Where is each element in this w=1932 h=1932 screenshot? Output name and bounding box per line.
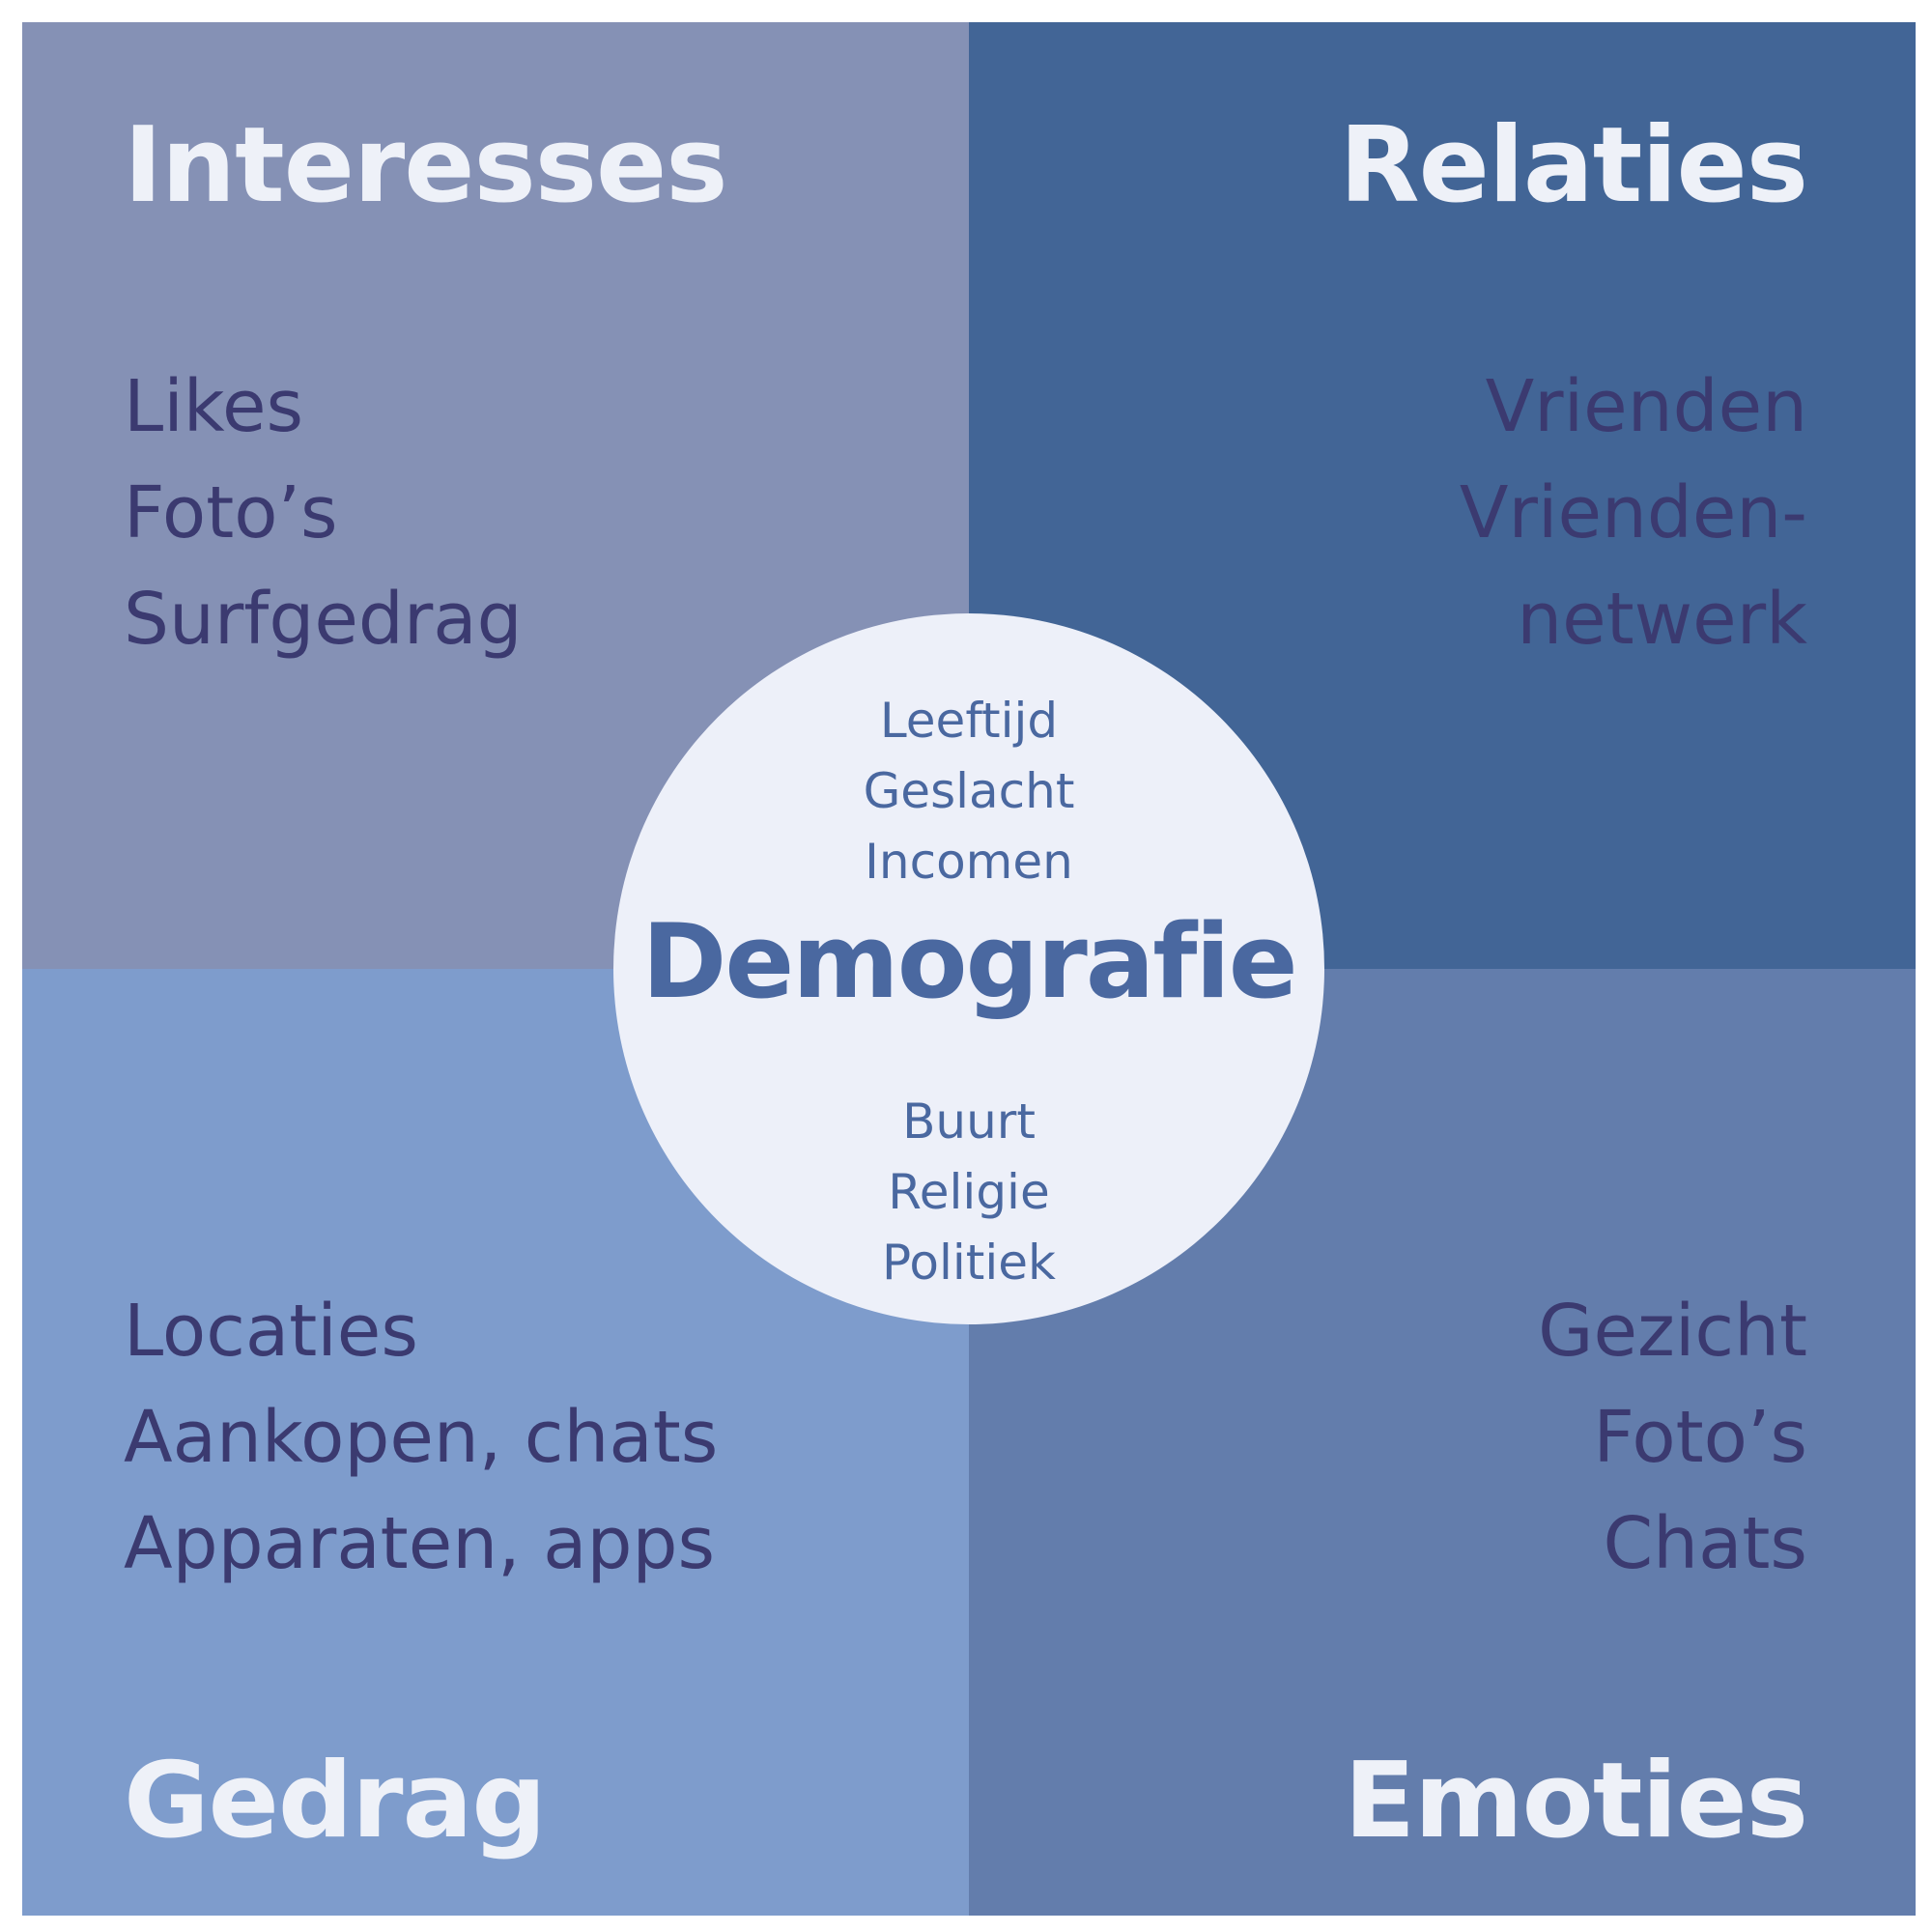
quadrant-title: Interesses [124,105,728,226]
quadrant-item: Foto’s [1593,1396,1807,1479]
center-circle-demografie: Leeftijd Geslacht Incomen Demografie Buu… [613,613,1324,1324]
quadrant-item: Foto’s [124,471,338,554]
quadrant-title: Relaties [1339,105,1808,226]
center-item: Buurt [902,1094,1036,1150]
quadrant-item: Apparaten, apps [124,1502,716,1585]
quadrant-item: Likes [124,365,304,448]
quadrant-title: Gedrag [124,1741,547,1861]
quadrant-item: Surfgedrag [124,578,523,661]
quadrant-item: Gezicht [1538,1290,1807,1373]
center-item: Religie [888,1164,1050,1220]
center-item: Leeftijd [879,693,1059,749]
quadrant-item: netwerk [1517,578,1807,661]
center-bottom-items: Buurt Religie Politiek [613,1087,1324,1298]
center-title: Demografie [641,902,1297,1021]
quadrant-item: Vrienden [1485,365,1807,448]
quadrant-item: Chats [1603,1502,1808,1585]
quadrant-items: Locaties Aankopen, chats Apparaten, apps [124,1278,718,1597]
center-item: Geslacht [863,763,1075,819]
quadrant-interesses: Interesses Likes Foto’s Surfgedrag [22,22,969,969]
quadrant-item: Locaties [124,1290,418,1373]
quadrant-items: Likes Foto’s Surfgedrag [124,354,523,672]
quadrant-items: Vrienden Vrienden- netwerk [1460,354,1807,672]
center-top-items: Leeftijd Geslacht Incomen [613,686,1324,897]
center-item: Incomen [865,834,1073,890]
quadrant-title: Emoties [1344,1741,1808,1861]
quadrant-items: Gezicht Foto’s Chats [1538,1278,1807,1597]
center-item: Politiek [882,1235,1056,1291]
diagram-frame: Interesses Likes Foto’s Surfgedrag Relat… [22,22,1916,1916]
quadrant-item: Vrienden- [1459,471,1807,554]
quadrant-item: Aankopen, chats [124,1396,719,1479]
